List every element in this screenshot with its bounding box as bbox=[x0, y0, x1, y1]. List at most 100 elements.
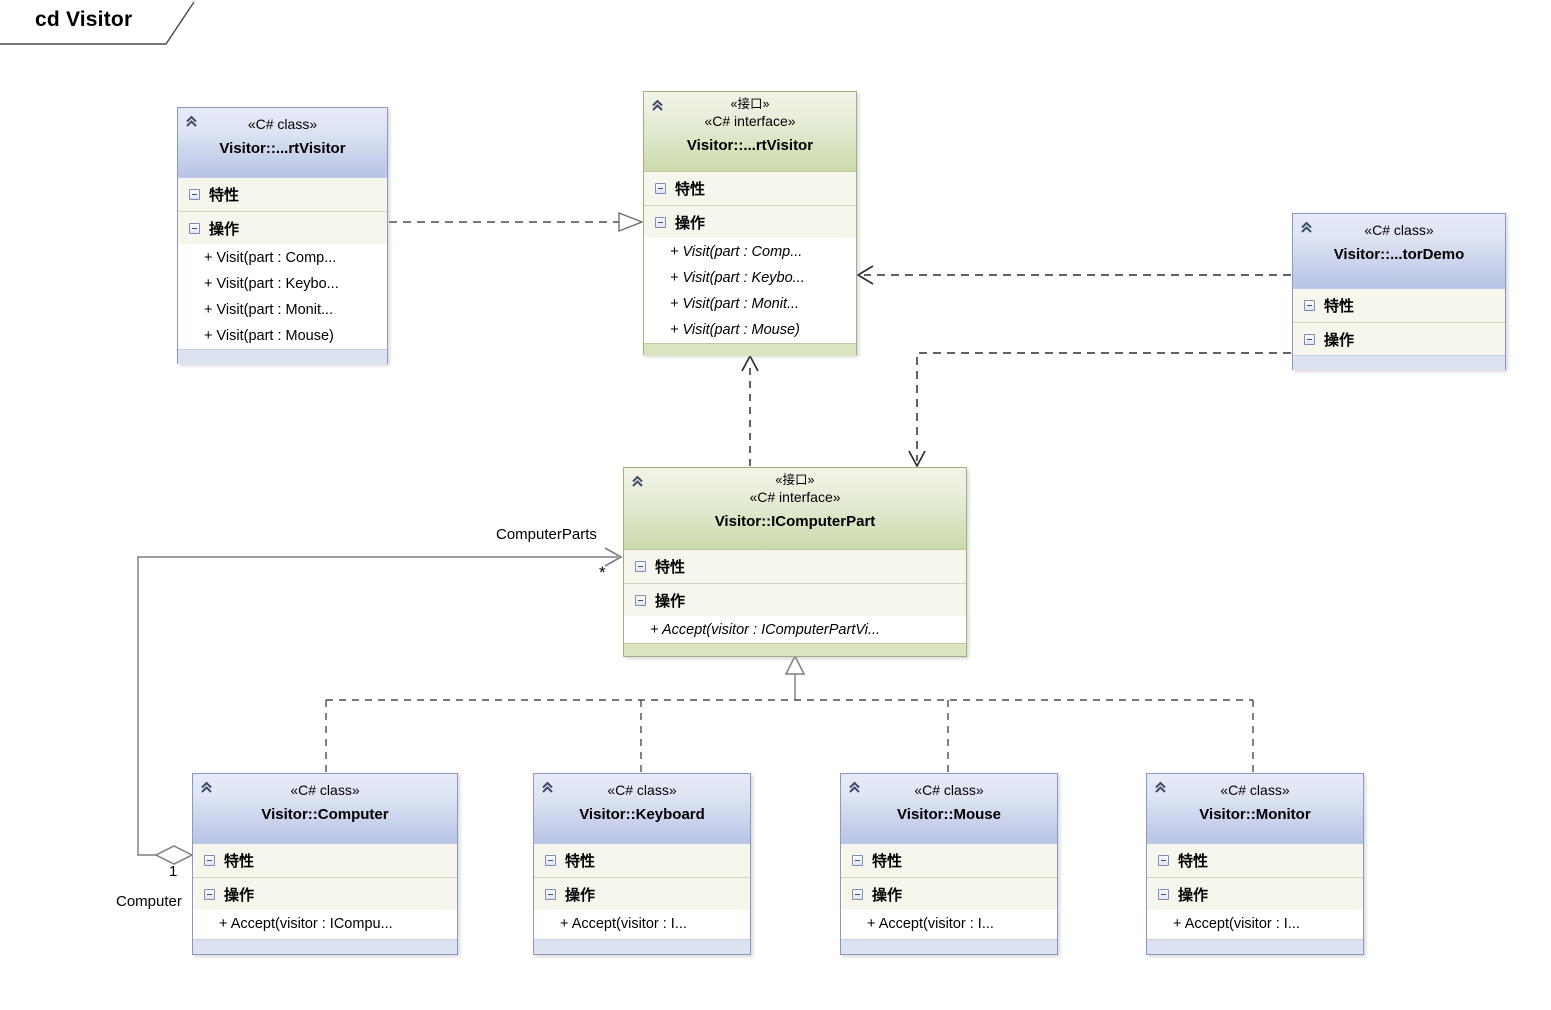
operations-compartment[interactable]: 操作 bbox=[644, 205, 856, 238]
attributes-compartment[interactable]: 特性 bbox=[1147, 844, 1363, 877]
attributes-label: 特性 bbox=[209, 187, 240, 204]
collapse-chevron-icon[interactable] bbox=[184, 114, 199, 129]
collapse-minus-icon[interactable] bbox=[655, 183, 666, 194]
box-header: «C# class» Visitor::...rtVisitor bbox=[178, 108, 387, 178]
attributes-compartment[interactable]: 特性 bbox=[644, 172, 856, 205]
interface-box-rtvisitor[interactable]: «接口» «C# interface» Visitor::...rtVisito… bbox=[643, 91, 857, 356]
operation-item: + Visit(part : Monit... bbox=[670, 296, 800, 312]
collapse-minus-icon[interactable] bbox=[545, 855, 556, 866]
attributes-compartment[interactable]: 特性 bbox=[193, 844, 457, 877]
class-box-rtvisitor[interactable]: «C# class» Visitor::...rtVisitor 特性 操作 +… bbox=[177, 107, 388, 364]
operations-label: 操作 bbox=[655, 592, 686, 610]
operations-compartment[interactable]: 操作 bbox=[193, 877, 457, 910]
operations-list: + Accept(visitor : I... bbox=[534, 910, 750, 939]
collapse-minus-icon[interactable] bbox=[1304, 300, 1315, 311]
attributes-label: 特性 bbox=[655, 559, 686, 576]
dependency-computerpart-to-visitorinterface bbox=[741, 354, 759, 466]
collapse-minus-icon[interactable] bbox=[635, 594, 646, 606]
box-footer-strip bbox=[534, 939, 750, 954]
class-box-keyboard[interactable]: «C# class» Visitor::Keyboard 特性 操作 + Acc… bbox=[533, 773, 751, 955]
box-footer-strip bbox=[1147, 939, 1363, 954]
stereotype-cn-label: «接口» bbox=[775, 473, 815, 487]
collapse-chevron-icon[interactable] bbox=[650, 98, 665, 113]
collapse-minus-icon[interactable] bbox=[545, 888, 556, 900]
attributes-compartment[interactable]: 特性 bbox=[1293, 289, 1505, 322]
collapse-minus-icon[interactable] bbox=[204, 855, 215, 866]
operation-item: + Visit(part : Comp... bbox=[670, 244, 803, 260]
operations-compartment[interactable]: 操作 bbox=[534, 877, 750, 910]
stereotype-cn-label: «接口» bbox=[730, 97, 770, 111]
box-header: «接口» «C# interface» Visitor::...rtVisito… bbox=[644, 92, 856, 172]
attributes-compartment[interactable]: 特性 bbox=[178, 178, 387, 211]
operations-compartment[interactable]: 操作 bbox=[1147, 877, 1363, 910]
multiplicity-one: 1 bbox=[169, 863, 178, 880]
attributes-label: 特性 bbox=[1324, 298, 1355, 315]
dependency-demo-to-visitorinterface bbox=[856, 265, 1291, 285]
class-box-tordemo[interactable]: «C# class» Visitor::...torDemo 特性 操作 bbox=[1292, 213, 1506, 370]
collapse-chevron-icon[interactable] bbox=[630, 474, 645, 489]
collapse-minus-icon[interactable] bbox=[635, 561, 646, 572]
box-header: «C# class» Visitor::Computer bbox=[193, 774, 457, 844]
collapse-minus-icon[interactable] bbox=[189, 222, 200, 234]
frame-tab-outline bbox=[0, 1, 195, 45]
collapse-chevron-icon[interactable] bbox=[1299, 220, 1314, 235]
association-role-computer: Computer bbox=[116, 893, 182, 910]
class-name: Visitor::Mouse bbox=[897, 806, 1001, 823]
box-header: «C# class» Visitor::Monitor bbox=[1147, 774, 1363, 844]
collapse-minus-icon[interactable] bbox=[1158, 855, 1169, 866]
stereotype-label: «C# interface» bbox=[749, 489, 841, 505]
operation-item: + Accept(visitor : I... bbox=[867, 916, 994, 932]
interface-name: Visitor::...rtVisitor bbox=[686, 137, 814, 154]
operation-item: + Visit(part : Keybo... bbox=[204, 276, 339, 292]
collapse-minus-icon[interactable] bbox=[852, 855, 863, 866]
collapse-chevron-icon[interactable] bbox=[847, 780, 862, 795]
aggregation-diamond bbox=[154, 845, 194, 865]
collapse-minus-icon[interactable] bbox=[1304, 333, 1315, 345]
collapse-minus-icon[interactable] bbox=[189, 189, 200, 200]
operations-label: 操作 bbox=[1178, 886, 1209, 904]
collapse-chevron-icon[interactable] bbox=[199, 780, 214, 795]
collapse-minus-icon[interactable] bbox=[655, 216, 666, 228]
box-header: «C# class» Visitor::...torDemo bbox=[1293, 214, 1505, 289]
box-footer-strip bbox=[644, 343, 856, 356]
attributes-compartment[interactable]: 特性 bbox=[534, 844, 750, 877]
class-box-computer[interactable]: «C# class» Visitor::Computer 特性 操作 + Acc… bbox=[192, 773, 458, 955]
operations-list: + Accept(visitor : IComputerPartVi... bbox=[624, 616, 966, 643]
attributes-compartment[interactable]: 特性 bbox=[624, 550, 966, 583]
box-footer-strip bbox=[193, 939, 457, 954]
realization-visitorclass-to-visitorinterface bbox=[389, 211, 644, 233]
operations-compartment[interactable]: 操作 bbox=[624, 583, 966, 616]
attributes-compartment[interactable]: 特性 bbox=[841, 844, 1057, 877]
box-header: «接口» «C# interface» Visitor::IComputerPa… bbox=[624, 468, 966, 550]
operations-compartment[interactable]: 操作 bbox=[1293, 322, 1505, 355]
operations-compartment[interactable]: 操作 bbox=[178, 211, 387, 244]
operation-item: + Visit(part : Monit... bbox=[204, 302, 334, 318]
operation-item: + Accept(visitor : ICompu... bbox=[219, 916, 393, 932]
operations-label: 操作 bbox=[565, 886, 596, 904]
class-box-monitor[interactable]: «C# class» Visitor::Monitor 特性 操作 + Acce… bbox=[1146, 773, 1364, 955]
class-box-mouse[interactable]: «C# class» Visitor::Mouse 特性 操作 + Accept… bbox=[840, 773, 1058, 955]
operations-list: + Accept(visitor : I... bbox=[1147, 910, 1363, 939]
association-computerparts bbox=[137, 547, 623, 865]
stereotype-label: «C# class» bbox=[290, 782, 360, 798]
operations-list: + Accept(visitor : I... bbox=[841, 910, 1057, 939]
box-footer-strip bbox=[624, 643, 966, 656]
collapse-chevron-icon[interactable] bbox=[540, 780, 555, 795]
diagram-title: cd Visitor bbox=[35, 8, 133, 31]
stereotype-label: «C# class» bbox=[247, 116, 318, 132]
class-name: Visitor::Keyboard bbox=[579, 806, 705, 823]
collapse-minus-icon[interactable] bbox=[852, 888, 863, 900]
class-name: Visitor::...rtVisitor bbox=[219, 140, 346, 157]
interface-box-icomputerpart[interactable]: «接口» «C# interface» Visitor::IComputerPa… bbox=[623, 467, 967, 657]
collapse-minus-icon[interactable] bbox=[204, 888, 215, 900]
stereotype-label: «C# class» bbox=[1364, 222, 1434, 238]
box-footer-strip bbox=[841, 939, 1057, 954]
collapse-chevron-icon[interactable] bbox=[1153, 780, 1168, 795]
operations-compartment[interactable]: 操作 bbox=[841, 877, 1057, 910]
operations-label: 操作 bbox=[1324, 331, 1355, 349]
diagram-frame-tab: cd Visitor bbox=[0, 0, 220, 50]
collapse-minus-icon[interactable] bbox=[1158, 888, 1169, 900]
operation-item: + Visit(part : Keybo... bbox=[670, 270, 805, 286]
